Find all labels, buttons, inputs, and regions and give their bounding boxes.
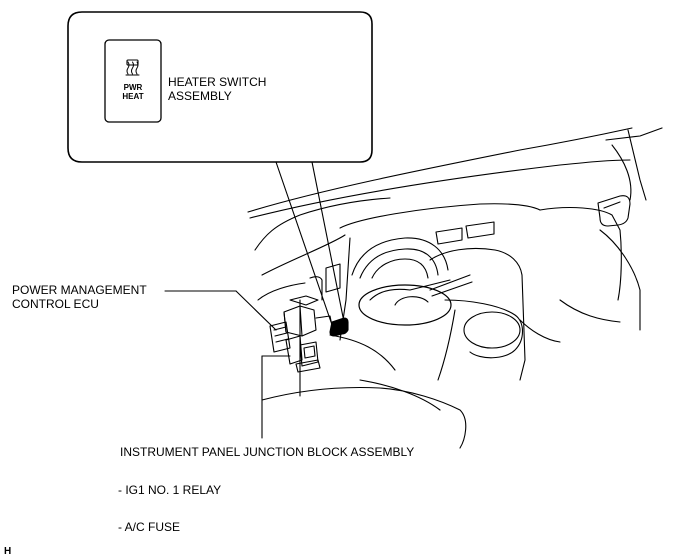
power-management-label-line2: CONTROL ECU [12, 297, 99, 311]
junction-block-label: INSTRUMENT PANEL JUNCTION BLOCK ASSEMBLY [120, 445, 415, 459]
heater-switch-label-line1: HEATER SWITCH [168, 75, 267, 89]
heater-switch-detail [104, 39, 162, 123]
indicator-led-icon [126, 59, 139, 66]
leader-lines [164, 290, 291, 439]
switch-label-pwr: PWR [123, 83, 143, 92]
switch-label-heat: HEAT [122, 92, 144, 101]
heater-switch-location [329, 317, 349, 337]
relay-label: - IG1 NO. 1 RELAY [118, 483, 222, 497]
corner-code: H [4, 546, 12, 557]
ecu-junction-block-cluster [269, 295, 333, 373]
heater-switch-label-line2: ASSEMBLY [168, 89, 232, 103]
fuse-label: - A/C FUSE [118, 520, 181, 534]
heater-wavy-lines-icon [125, 61, 140, 76]
power-management-label-line1: POWER MANAGEMENT [12, 283, 147, 297]
dashboard-outline [247, 127, 663, 449]
